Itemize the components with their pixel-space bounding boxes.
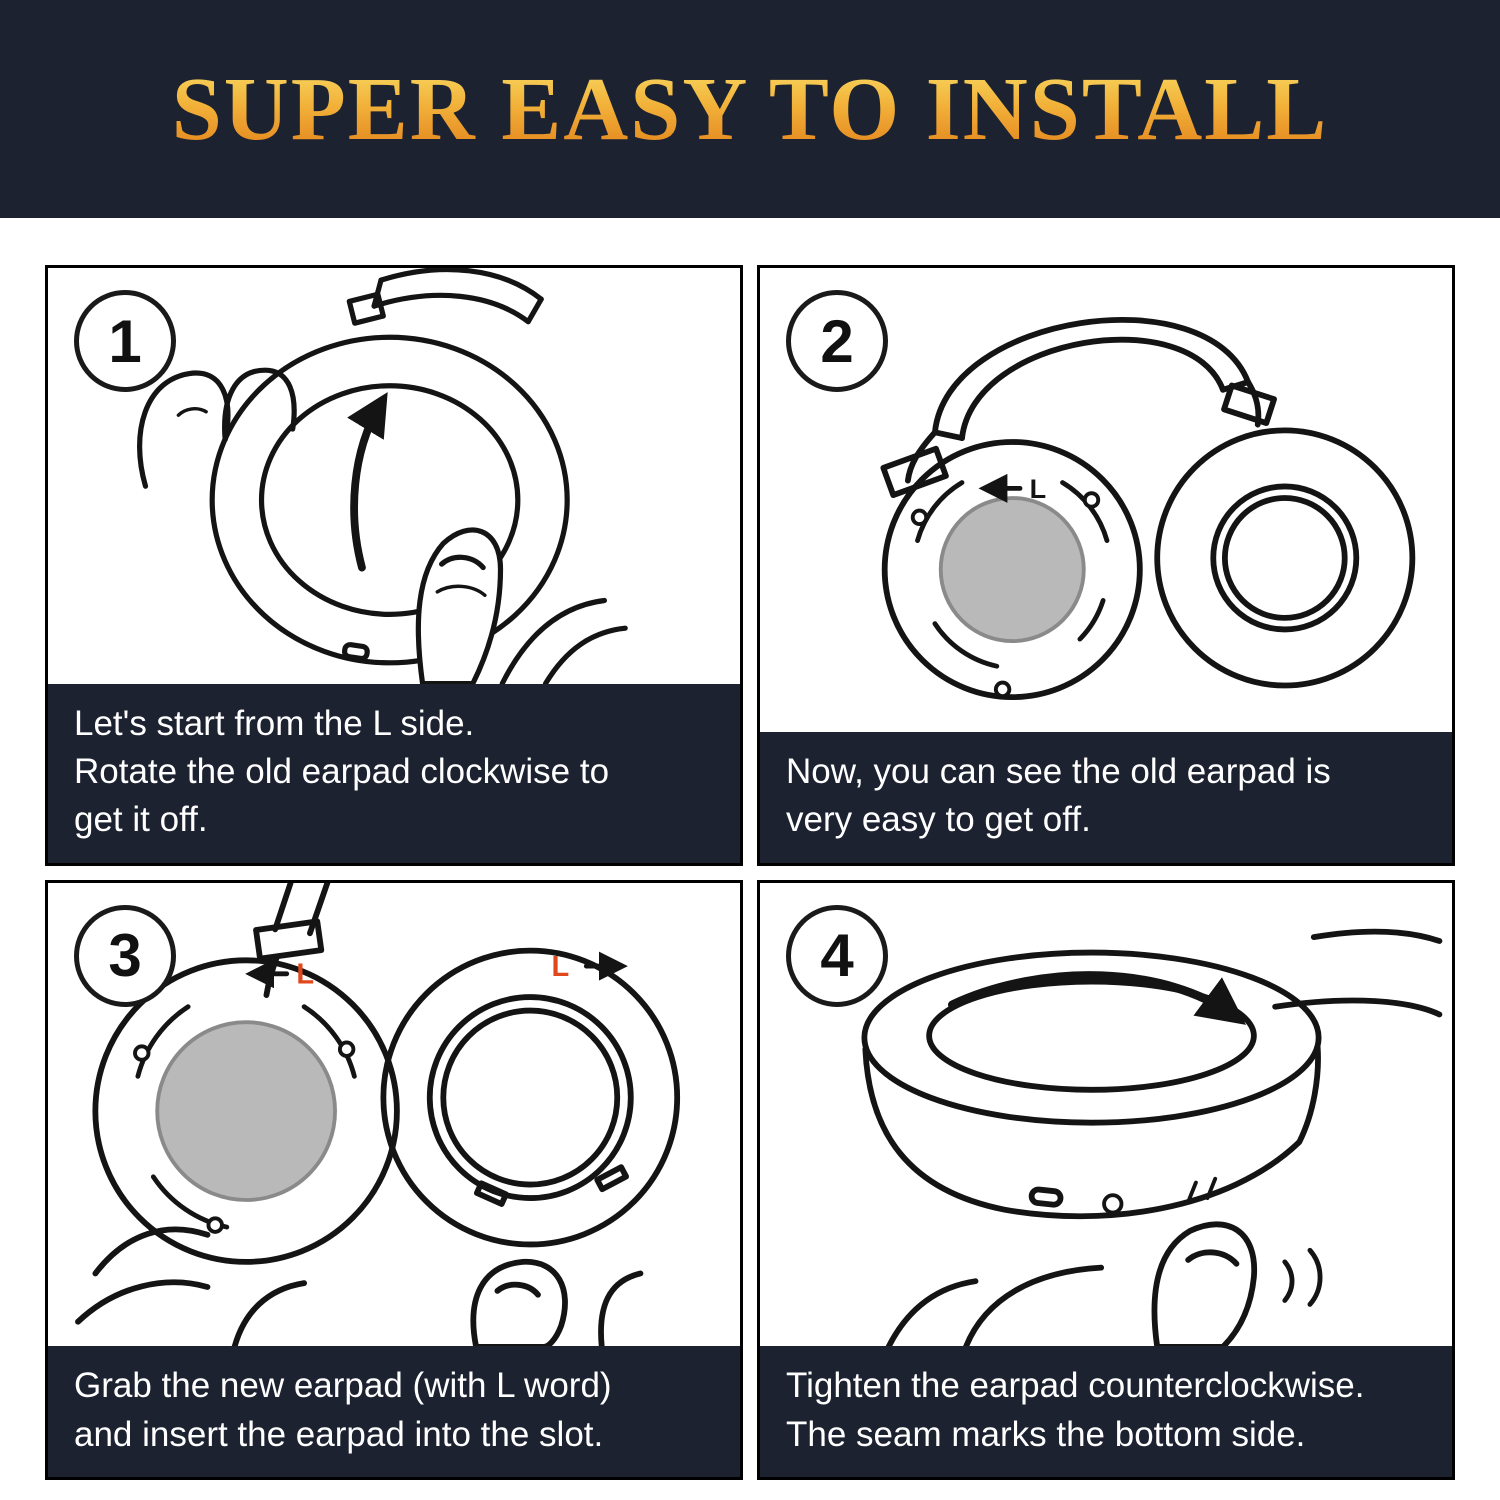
thumb: [415, 527, 504, 684]
driver: [155, 1019, 337, 1202]
usb-port: [1028, 1186, 1064, 1208]
left-hand: [92, 1226, 211, 1276]
step2-illustration: L: [880, 316, 1416, 701]
step-number-badge: 2: [786, 290, 888, 392]
step-panel-4: 4: [757, 879, 1455, 1480]
right-hand-thumb: [470, 1258, 568, 1347]
step3-illustration-area: 3: [48, 882, 740, 1347]
step-caption: Grab the new earpad (with L word) and in…: [48, 1346, 740, 1477]
step-number-badge: 3: [74, 904, 176, 1007]
arm: [1310, 928, 1443, 944]
step-panel-1: 1: [45, 265, 743, 866]
instructions-grid: 1: [45, 265, 1455, 1480]
rotate-arrow-icon: [347, 392, 388, 572]
headband-stub: [378, 268, 544, 302]
seam-marks: [1186, 1176, 1218, 1204]
earpad-top: [861, 949, 1322, 1126]
motion-lines-icon: [1282, 1258, 1295, 1303]
hand-palm: [962, 1264, 1105, 1347]
aux-jack: [1102, 1192, 1124, 1214]
step4-illustration: [861, 928, 1443, 1347]
step-number-badge: 4: [786, 904, 888, 1007]
headband: [932, 316, 1251, 436]
page-title: SUPER EASY TO INSTALL: [171, 59, 1329, 159]
step-panel-3: 3: [45, 879, 743, 1480]
earcup-body: [862, 1043, 1321, 1219]
l-marking-label-right: L: [552, 950, 570, 982]
new-earpad-ring: [380, 947, 681, 1247]
step2-illustration-area: 2: [760, 268, 1452, 732]
step4-illustration-area: 4: [760, 883, 1452, 1347]
step-caption: Let's start from the L side. Rotate the …: [48, 683, 740, 863]
hand-palm: [499, 597, 607, 684]
l-marking-label-left: L: [296, 958, 314, 990]
l-marking-label: L: [1030, 474, 1047, 504]
step-caption: Tighten the earpad counterclockwise. The…: [760, 1346, 1452, 1477]
driver: [938, 496, 1086, 643]
earpad-ring: [1154, 427, 1416, 689]
step-panel-2: 2: [757, 265, 1455, 866]
step3-illustration: L L: [75, 882, 681, 1347]
step-caption: Now, you can see the old earpad is very …: [760, 731, 1452, 863]
rotate-arrow-icon: [947, 970, 1247, 1025]
step1-illustration: [137, 268, 628, 684]
earcup: [881, 439, 1143, 701]
step-number-badge: 1: [74, 290, 176, 392]
header-bar: SUPER EASY TO INSTALL: [0, 0, 1500, 218]
earcup: [209, 334, 570, 666]
step1-illustration-area: 1: [48, 268, 740, 684]
thumb: [1151, 1220, 1258, 1347]
